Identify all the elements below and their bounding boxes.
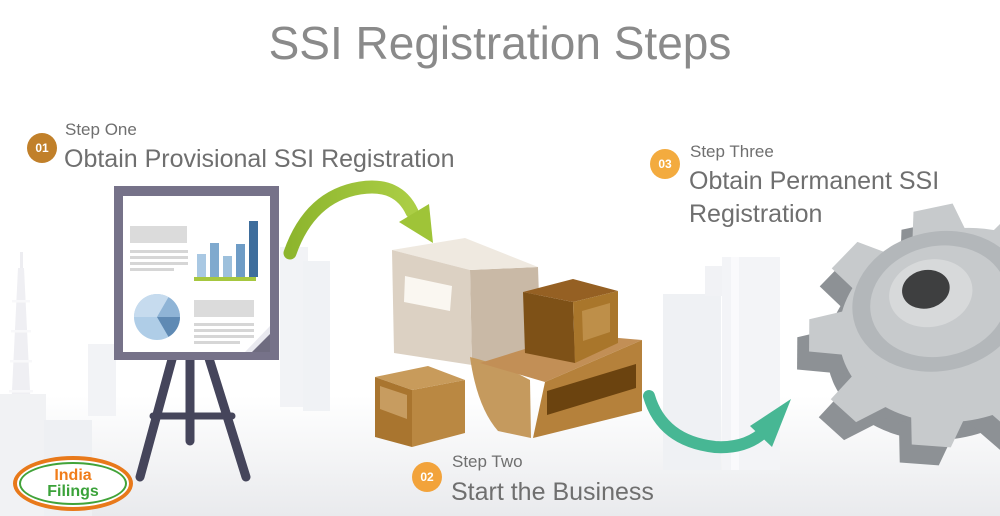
- green-curved-arrow-icon: [283, 180, 433, 260]
- indiafilings-logo-inner-ring: India Filings: [19, 462, 127, 505]
- step-3-label: Step Three: [690, 142, 774, 161]
- teal-curved-arrow-icon: [643, 390, 791, 454]
- step-1-label: Step One: [65, 120, 137, 139]
- step-2-badge: 02: [412, 462, 442, 492]
- cardboard-boxes-illustration: [375, 238, 642, 447]
- step-1-heading: Obtain Provisional SSI Registration: [64, 145, 455, 173]
- step-2-heading: Start the Business: [451, 478, 654, 506]
- page-title: SSI Registration Steps: [268, 17, 732, 69]
- step-3-badge: 03: [650, 149, 680, 179]
- bar-chart-doodle: [194, 221, 258, 281]
- step-2-label: Step Two: [452, 452, 523, 471]
- gear-icon: [796, 201, 1000, 467]
- pie-chart-doodle: [134, 294, 180, 340]
- step-1-badge: 01: [27, 133, 57, 163]
- logo-text-india: India: [54, 466, 92, 484]
- gear-hub: [902, 269, 950, 309]
- easel-legs: [135, 347, 251, 482]
- step-3-heading: Obtain Permanent SSI Registration: [689, 167, 940, 228]
- logo-text-filings: Filings: [47, 482, 99, 500]
- presentation-easel-illustration: [114, 186, 279, 482]
- paper-content: [130, 221, 258, 344]
- indiafilings-logo: India Filings: [13, 456, 133, 511]
